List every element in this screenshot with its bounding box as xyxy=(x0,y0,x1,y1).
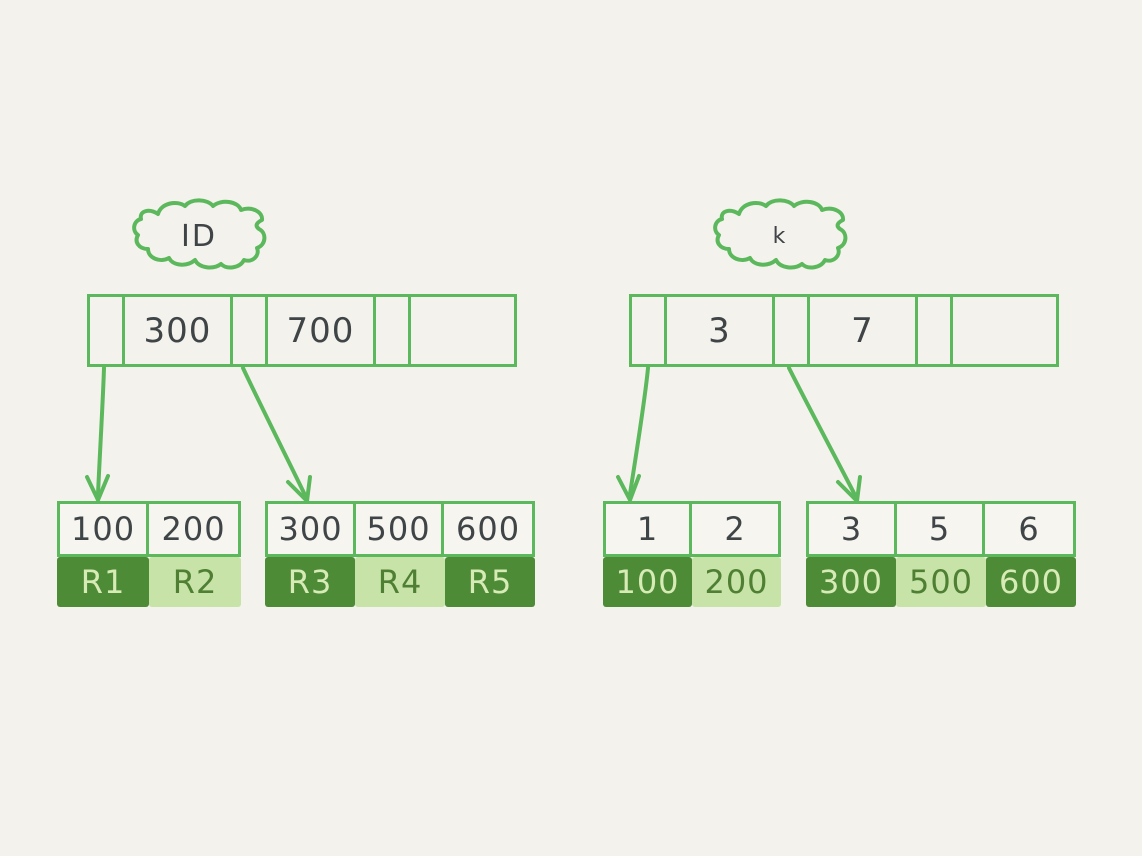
leaf-id-0-key-0[interactable]: 100 xyxy=(60,504,150,554)
leaf-id-1-key-1[interactable]: 500 xyxy=(356,504,445,554)
root-k-key-0[interactable]: 3 xyxy=(667,297,775,364)
leaf-k-0-values: 100 200 xyxy=(603,557,781,607)
root-id-key-0[interactable]: 300 xyxy=(125,297,233,364)
root-id-pointer-1[interactable] xyxy=(233,297,268,364)
leaf-id-1-value-2[interactable]: R5 xyxy=(445,557,535,607)
root-k-pointer-2[interactable] xyxy=(918,297,953,364)
cloud-shape-icon xyxy=(713,198,848,270)
leaf-id-0-keys: 100 200 xyxy=(57,501,241,557)
leaf-node-k-1[interactable]: 3 5 6 300 500 600 xyxy=(806,501,1076,607)
leaf-id-1-value-0[interactable]: R3 xyxy=(265,557,355,607)
leaf-node-id-1[interactable]: 300 500 600 R3 R4 R5 xyxy=(265,501,535,607)
leaf-id-0-key-1[interactable]: 200 xyxy=(161,510,226,548)
root-k-pointer-0[interactable] xyxy=(632,297,667,364)
cloud-label-id-text: ID xyxy=(181,218,217,254)
leaf-k-0-value-0[interactable]: 100 xyxy=(603,557,692,607)
root-id-pointer-0[interactable] xyxy=(90,297,125,364)
leaf-id-0-value-1[interactable]: R2 xyxy=(149,557,241,607)
root-id-empty-slot[interactable] xyxy=(411,297,514,364)
cloud-label-k-text: k xyxy=(772,223,788,249)
cloud-shape-icon xyxy=(132,198,267,270)
root-k-empty-slot[interactable] xyxy=(953,297,1056,364)
leaf-node-k-0[interactable]: 1 2 100 200 xyxy=(603,501,781,607)
leaf-k-0-key-0[interactable]: 1 xyxy=(606,504,693,554)
cloud-label-k: k xyxy=(706,197,854,275)
leaf-k-0-key-1[interactable]: 2 xyxy=(724,510,746,548)
leaf-k-1-key-0[interactable]: 3 xyxy=(809,504,898,554)
leaf-id-1-keys: 300 500 600 xyxy=(265,501,535,557)
leaf-k-1-key-1[interactable]: 5 xyxy=(897,504,986,554)
leaf-id-1-key-0[interactable]: 300 xyxy=(268,504,357,554)
leaf-k-1-values: 300 500 600 xyxy=(806,557,1076,607)
leaf-id-1-values: R3 R4 R5 xyxy=(265,557,535,607)
leaf-id-0-values: R1 R2 xyxy=(57,557,241,607)
arrow-id-ptr0-to-leaf0 xyxy=(85,366,110,502)
leaf-k-0-keys: 1 2 xyxy=(603,501,781,557)
arrow-id-ptr1-to-leaf1 xyxy=(241,366,312,503)
leaf-id-1-key-2[interactable]: 600 xyxy=(455,510,521,548)
arrow-k-ptr1-to-leaf1 xyxy=(787,366,862,503)
root-node-k[interactable]: 3 7 xyxy=(629,294,1059,367)
root-k-key-1[interactable]: 7 xyxy=(810,297,918,364)
arrow-k-ptr0-to-leaf0 xyxy=(616,366,650,502)
root-id-pointer-2[interactable] xyxy=(376,297,411,364)
leaf-id-0-value-0[interactable]: R1 xyxy=(57,557,149,607)
cloud-label-id: ID xyxy=(125,197,273,275)
leaf-node-id-0[interactable]: 100 200 R1 R2 xyxy=(57,501,241,607)
leaf-id-1-value-1[interactable]: R4 xyxy=(355,557,445,607)
leaf-k-1-value-2[interactable]: 600 xyxy=(986,557,1076,607)
leaf-k-1-key-2[interactable]: 6 xyxy=(1018,510,1040,548)
leaf-k-1-value-0[interactable]: 300 xyxy=(806,557,896,607)
root-k-pointer-1[interactable] xyxy=(775,297,810,364)
root-node-id[interactable]: 300 700 xyxy=(87,294,517,367)
leaf-k-1-keys: 3 5 6 xyxy=(806,501,1076,557)
leaf-k-1-value-1[interactable]: 500 xyxy=(896,557,986,607)
leaf-k-0-value-1[interactable]: 200 xyxy=(692,557,781,607)
root-id-key-1[interactable]: 700 xyxy=(268,297,376,364)
